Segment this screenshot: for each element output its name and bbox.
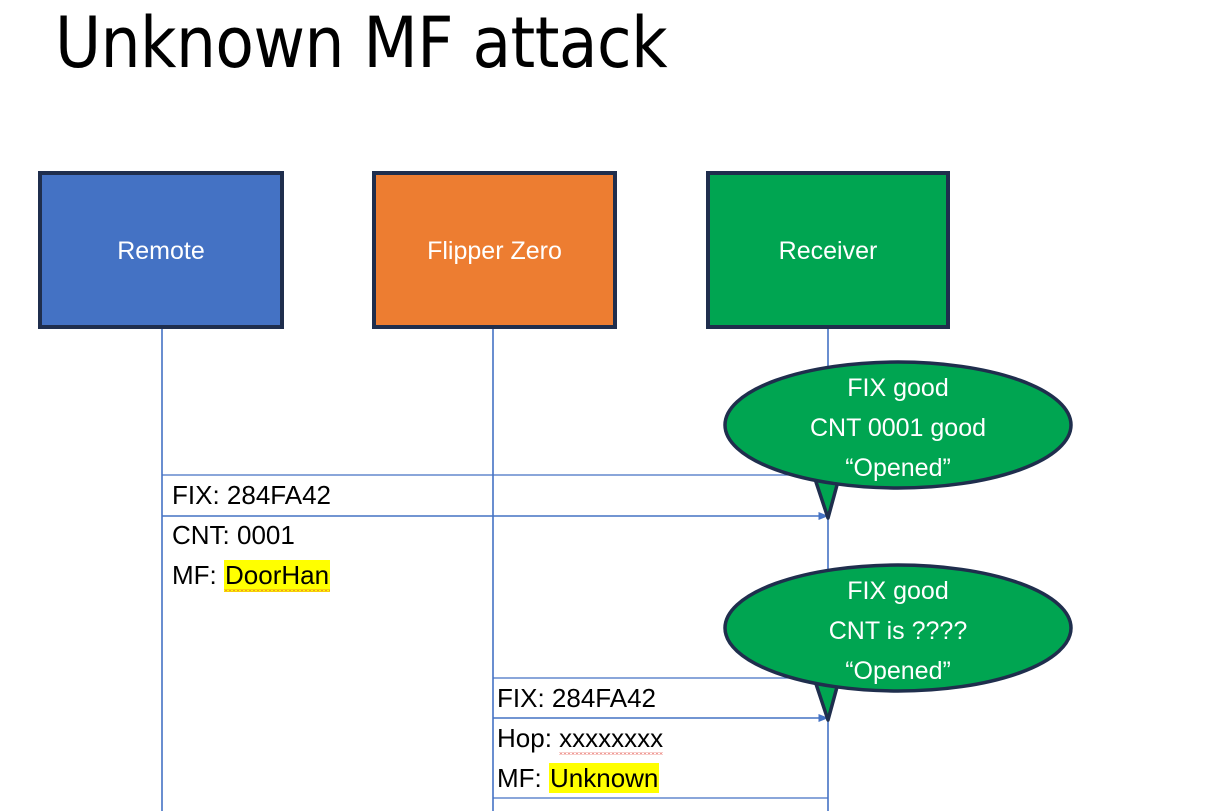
message-2-line-3-value: Unknown xyxy=(549,763,660,793)
bubble-2-line-3: “Opened” xyxy=(845,657,951,685)
message-1-line-1: FIX: 284FA42 xyxy=(172,475,331,515)
bubble-2-line-2: CNT is ???? xyxy=(828,617,968,645)
page-title: Unknown MF attack xyxy=(55,2,668,84)
message-2-line-2: Hop: xxxxxxxx xyxy=(497,718,664,758)
message-2-line-1: FIX: 284FA42 xyxy=(497,678,663,718)
bubble-1-line-1: FIX good xyxy=(847,374,949,402)
actor-box-receiver[interactable] xyxy=(706,171,950,329)
message-1-line-2: CNT: 0001 xyxy=(172,515,331,555)
message-2-line-1-value: 284FA42 xyxy=(551,683,656,713)
bubble-1-line-2: CNT 0001 good xyxy=(809,414,987,442)
bubble-text-2: FIX good CNT is ???? “Opened” xyxy=(725,571,1071,691)
bubble-2-line-1: FIX good xyxy=(847,577,949,605)
message-2-line-2-label: Hop: xyxy=(497,723,560,753)
bubble-text-1: FIX good CNT 0001 good “Opened” xyxy=(725,368,1071,488)
message-1-line-3-label: MF: xyxy=(172,560,224,590)
message-1-line-3-value: DoorHan xyxy=(225,560,330,590)
message-label-remote-to-receiver: FIX: 284FA42 CNT: 0001 MF: DoorHan xyxy=(172,475,331,595)
bubble-1-line-3: “Opened” xyxy=(845,454,951,482)
message-2-line-1-label: FIX: xyxy=(497,683,552,713)
bubble-shape-2[interactable] xyxy=(723,563,1073,693)
message-1-line-2-value: 0001 xyxy=(237,520,295,550)
message-2-line-3: MF: Unknown xyxy=(497,758,663,798)
message-1-line-3: MF: DoorHan xyxy=(172,555,331,595)
message-1-line-2-label: CNT: xyxy=(172,520,237,550)
actor-box-flipper-zero[interactable] xyxy=(372,171,617,329)
actor-label-remote: Remote xyxy=(117,237,205,265)
message-label-flipper-to-receiver: FIX: 284FA42 Hop: xxxxxxxx MF: Unknown xyxy=(497,678,664,798)
message-1-line-1-value: 284FA42 xyxy=(226,480,331,510)
actor-label-receiver: Receiver xyxy=(778,237,878,265)
message-1-line-1-label: FIX: xyxy=(172,480,227,510)
bubble-shape-1[interactable] xyxy=(723,360,1073,490)
message-2-line-2-value: xxxxxxxx xyxy=(559,723,664,753)
actor-label-flipper-zero: Flipper Zero xyxy=(427,237,562,265)
message-2-line-3-label: MF: xyxy=(497,763,549,793)
actor-box-remote[interactable] xyxy=(38,171,284,329)
